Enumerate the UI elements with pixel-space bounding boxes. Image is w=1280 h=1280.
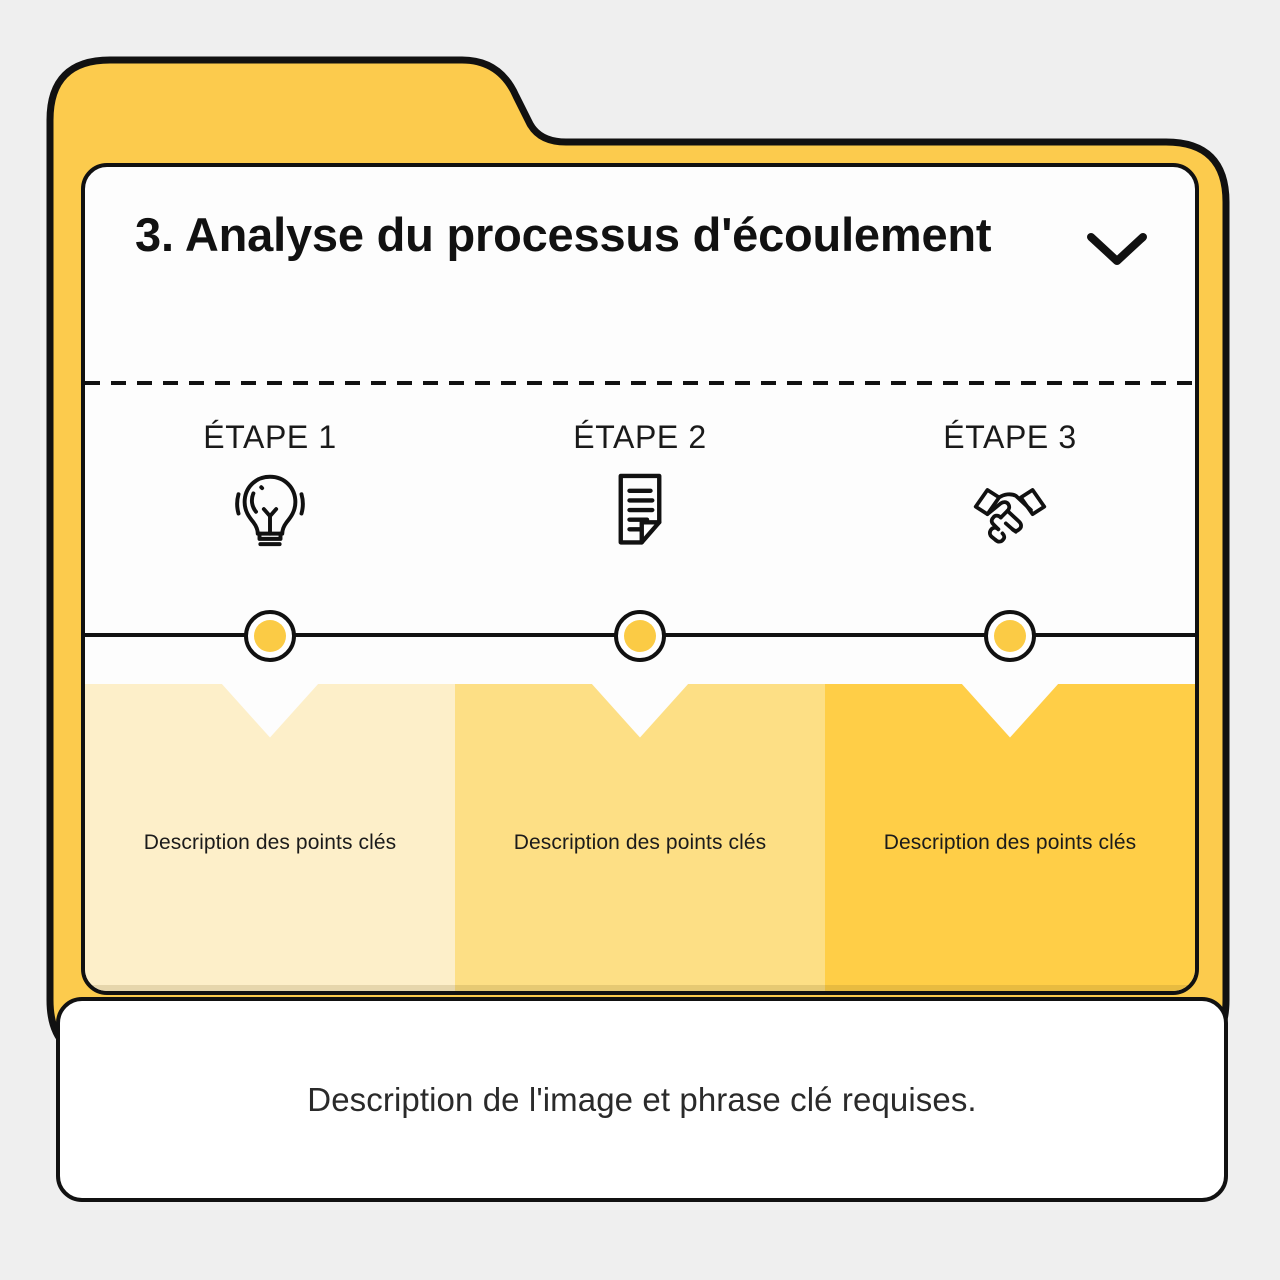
step-panel-2[interactable]: Description des points clés — [455, 684, 825, 991]
timeline-markers — [85, 607, 1195, 665]
marker-dot-1 — [254, 620, 286, 652]
caption-card: Description de l'image et phrase clé req… — [56, 997, 1228, 1202]
content-card: 3. Analyse du processus d'écoulement ÉTA… — [81, 163, 1199, 995]
step-description-2: Description des points clés — [513, 831, 767, 854]
step-header-2: ÉTAPE 2 — [455, 397, 825, 637]
step-label-1: ÉTAPE 1 — [203, 419, 337, 455]
marker-dot-3 — [994, 620, 1026, 652]
step-description-1: Description des points clés — [143, 831, 397, 854]
marker-cell-3 — [825, 607, 1195, 665]
marker-dot-2 — [624, 620, 656, 652]
step-panel-3[interactable]: Description des points clés — [825, 684, 1195, 991]
step-label-2: ÉTAPE 2 — [573, 419, 707, 455]
caption-text: Description de l'image et phrase clé req… — [307, 1080, 977, 1118]
page-title: 3. Analyse du processus d'écoulement — [135, 208, 992, 261]
step-description-3: Description des points clés — [883, 831, 1137, 854]
document-icon — [618, 473, 662, 545]
step-label-3: ÉTAPE 3 — [943, 419, 1077, 455]
marker-cell-1 — [85, 607, 455, 665]
chevron-down-icon[interactable] — [1083, 227, 1151, 271]
marker-cell-2 — [455, 607, 825, 665]
step-header-1: ÉTAPE 1 — [85, 397, 455, 637]
card-header: 3. Analyse du processus d'écoulement — [85, 167, 1195, 381]
handshake-icon — [973, 488, 1047, 544]
timeline-marker-3[interactable] — [984, 610, 1036, 662]
step-header-3: ÉTAPE 3 — [825, 397, 1195, 637]
timeline-marker-2[interactable] — [614, 610, 666, 662]
step-panel-1[interactable]: Description des points clés — [85, 684, 455, 991]
steps-header-row: ÉTAPE 1 ÉTAPE 2 — [85, 397, 1195, 637]
step-panels-row: Description des points clés Description … — [85, 684, 1195, 991]
lightbulb-icon — [235, 474, 305, 547]
timeline-marker-1[interactable] — [244, 610, 296, 662]
section-divider — [85, 381, 1195, 385]
